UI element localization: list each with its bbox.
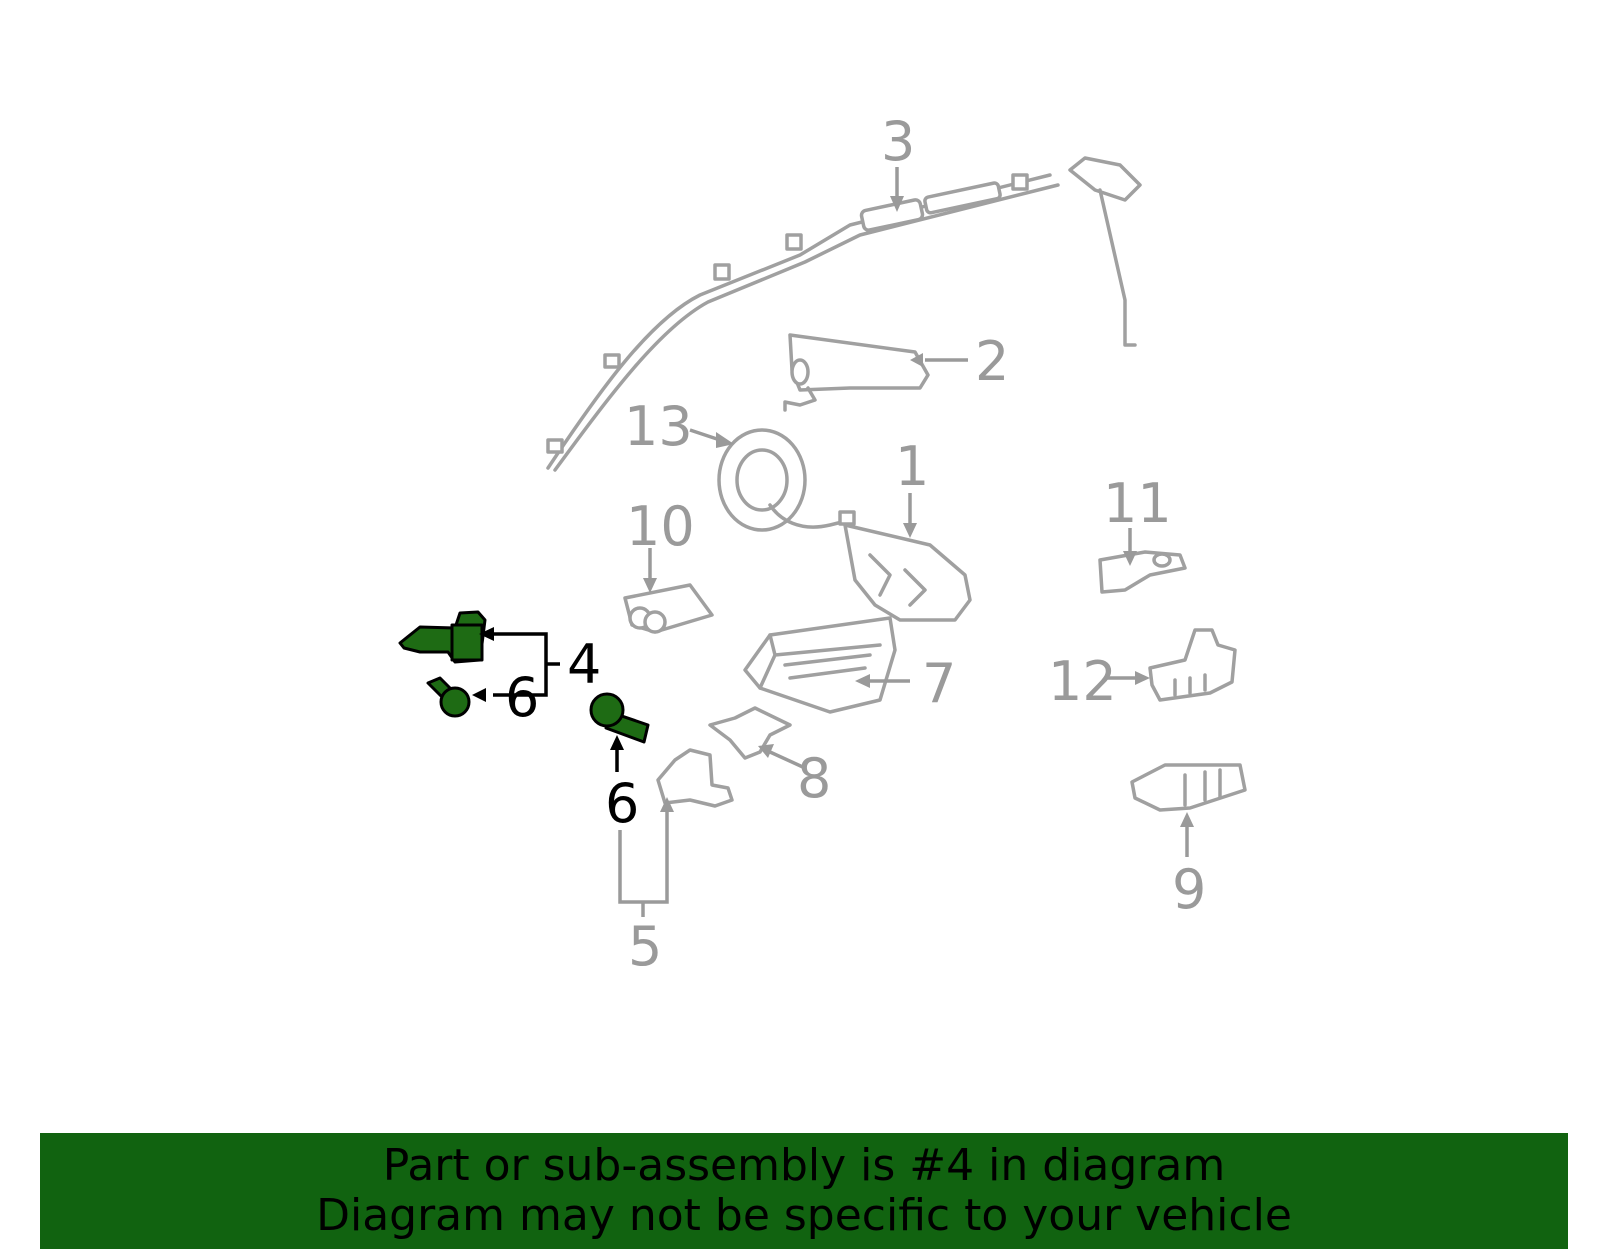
part-8-bracket[interactable] (708, 706, 792, 760)
callout-4: 4 (567, 633, 601, 696)
part-12-sensor[interactable] (1148, 628, 1237, 702)
callout-2: 2 (975, 330, 1009, 393)
callout-10: 10 (626, 495, 695, 558)
part-5-sensor[interactable] (656, 748, 734, 808)
part-6-bolt-left[interactable] (426, 676, 471, 718)
part-9-sensor[interactable] (1130, 763, 1247, 812)
callout-6-left: 6 (505, 666, 539, 729)
part-13-clock-spring[interactable] (717, 428, 856, 532)
banner-line-2: Diagram may not be specific to your vehi… (316, 1190, 1292, 1241)
banner-line-1: Part or sub-assembly is #4 in diagram (382, 1140, 1226, 1191)
footer-banner-bg (40, 1133, 1568, 1249)
callout-7: 7 (922, 652, 956, 715)
part-10-sensor[interactable] (623, 583, 714, 634)
callout-6-bottom: 6 (605, 772, 639, 835)
part-4-side-impact-sensor[interactable] (398, 610, 487, 664)
part-7-control-module[interactable] (743, 616, 897, 714)
callout-8: 8 (797, 747, 831, 810)
callout-13: 13 (624, 395, 693, 458)
part-2-passenger-airbag[interactable] (783, 333, 930, 412)
part-6-bolt-right[interactable] (589, 692, 650, 744)
callout-11: 11 (1103, 472, 1172, 535)
part-1-driver-airbag[interactable] (843, 523, 972, 622)
callout-12: 12 (1048, 650, 1117, 713)
callout-1: 1 (895, 435, 929, 498)
footer-banner: Part or sub-assembly is #4 in diagram Di… (40, 1133, 1568, 1249)
part-11-sensor[interactable] (1098, 550, 1187, 594)
part-3-curtain-airbag[interactable] (546, 156, 1142, 472)
callout-5: 5 (628, 915, 662, 978)
callout-9: 9 (1172, 858, 1206, 921)
callout-3: 3 (881, 110, 915, 173)
